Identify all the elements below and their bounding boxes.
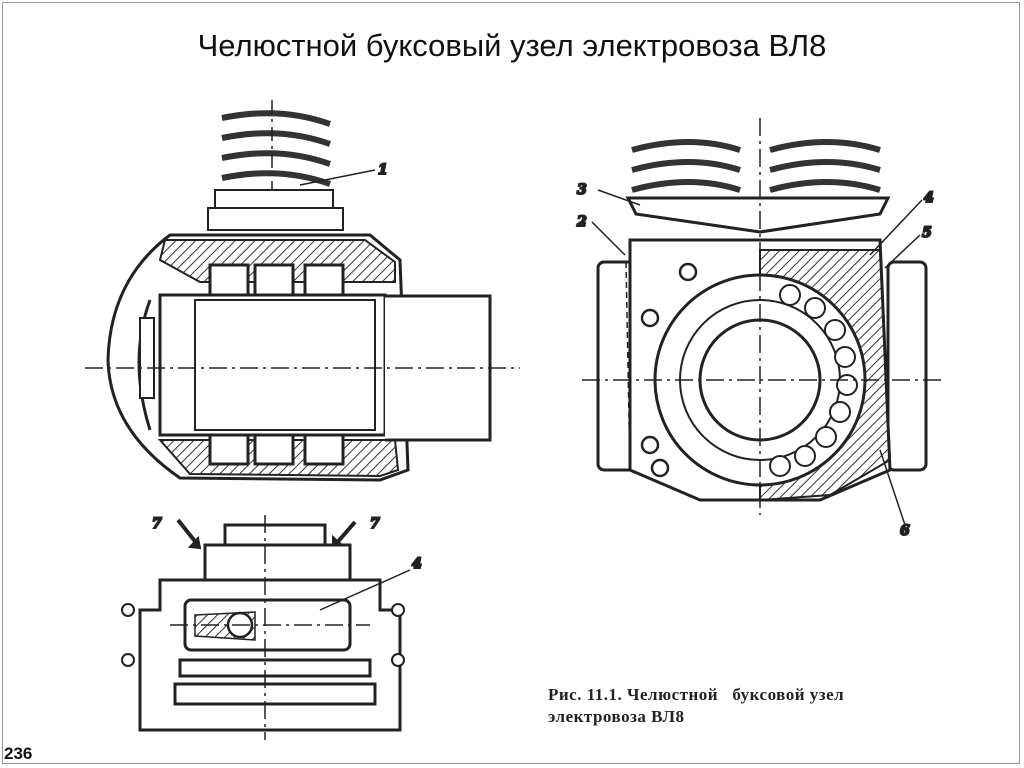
spring-left-view bbox=[221, 110, 332, 187]
callout-4-cross: 4 bbox=[924, 190, 934, 206]
longitudinal-section bbox=[85, 100, 520, 482]
callout-7-left: 7 bbox=[152, 516, 162, 532]
callout-7-right: 7 bbox=[370, 516, 380, 532]
callout-5: 5 bbox=[922, 225, 932, 241]
callout-3: 3 bbox=[577, 182, 587, 198]
slide-title: Челюстной буксовый узел электровоза ВЛ8 bbox=[197, 28, 827, 63]
caption-line-1: Рис. 11.1. Челюстной буксовой узел bbox=[548, 685, 845, 704]
callout-1: 1 bbox=[378, 162, 388, 178]
page-number: 236 bbox=[4, 744, 33, 763]
callout-2: 2 bbox=[576, 214, 587, 230]
rollers bbox=[769, 284, 858, 477]
plan-view bbox=[121, 515, 411, 740]
callout-6: 6 bbox=[900, 523, 910, 539]
cross-section bbox=[582, 118, 945, 526]
figure-caption: Рис. 11.1. Челюстной буксовой узел элект… bbox=[548, 684, 844, 728]
caption-line-2: электровоза ВЛ8 bbox=[548, 707, 685, 726]
spring-pair bbox=[631, 139, 881, 193]
bolts bbox=[640, 262, 698, 478]
callout-4-plan: 4 bbox=[412, 556, 422, 572]
